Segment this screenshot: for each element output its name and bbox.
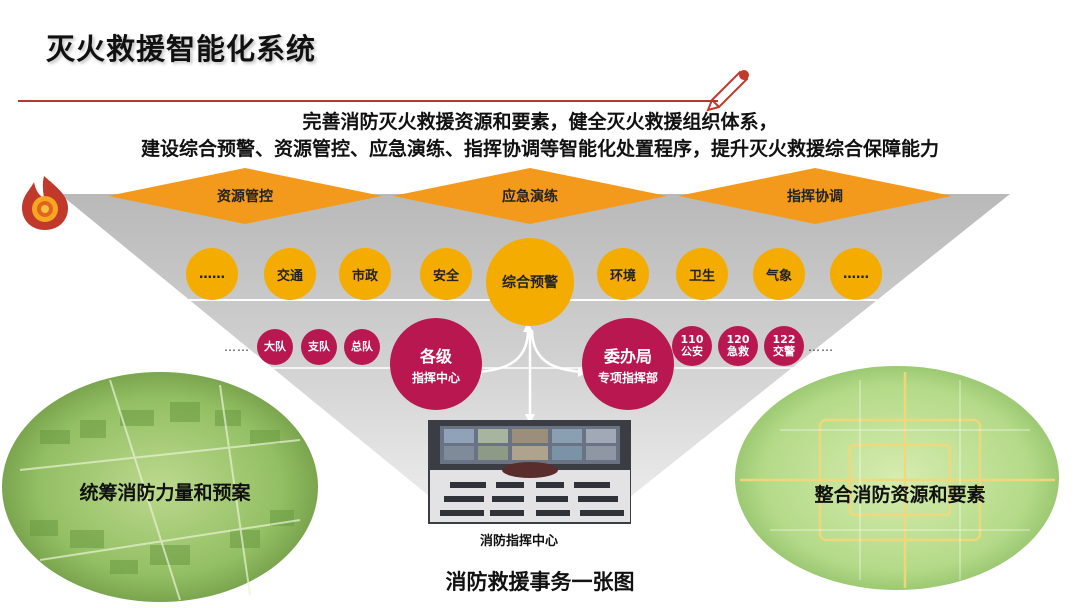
diamond-label-coordination: 指挥协调 — [735, 186, 895, 206]
arrow-right-tip — [886, 295, 896, 305]
magenta-circle-corps: 总队 — [344, 329, 380, 365]
committee-line1: 委办局 — [604, 343, 652, 367]
yellow-circle-weather: 气象 — [753, 248, 805, 300]
command-center-image — [428, 420, 631, 524]
diamond-label-drill: 应急演练 — [450, 186, 610, 206]
yellow-circle-environment: 环境 — [597, 248, 649, 300]
subtitle-line-1: 完善消防灭火救援资源和要素，健全灭火救援组织体系， — [0, 107, 1080, 134]
left-oval-label: 统筹消防力量和预案 — [40, 478, 290, 505]
magenta-circle-110: 110 公安 — [672, 326, 712, 366]
yellow-circle-safety: 安全 — [420, 248, 472, 300]
yellow-circle-ellipsis-right: …… — [830, 248, 882, 300]
magenta-circle-brigade: 大队 — [257, 329, 293, 365]
command-dots-right: …… — [808, 340, 834, 354]
page-title: 灭火救援智能化系统 — [46, 26, 316, 68]
command-dots-left: …… — [224, 340, 250, 354]
yellow-circle-health: 卫生 — [676, 248, 728, 300]
title-underline — [18, 100, 718, 102]
right-map-oval — [735, 366, 1059, 590]
yellow-circle-municipal: 市政 — [339, 248, 391, 300]
command-center-line2: 指挥中心 — [412, 369, 460, 386]
diamond-label-resource: 资源管控 — [165, 186, 325, 206]
committee-line2: 专项指挥部 — [598, 369, 658, 386]
pen-icon — [708, 70, 749, 110]
right-oval-label: 整合消防资源和要素 — [770, 480, 1030, 507]
bottom-title: 消防救援事务一张图 — [0, 566, 1080, 596]
command-center-line1: 各级 — [420, 343, 452, 367]
magenta-circle-command-center: 各级 指挥中心 — [390, 318, 482, 410]
yellow-circle-ellipsis-left: …… — [186, 248, 238, 300]
subtitle-line-2: 建设综合预警、资源管控、应急演练、指挥协调等智能化处置程序，提升灭火救援综合保障… — [0, 134, 1080, 161]
magenta-circle-detachment: 支队 — [301, 329, 337, 365]
arrow-left-tip — [166, 295, 176, 305]
magenta-circle-122: 122 交警 — [764, 326, 804, 366]
command-center-label: 消防指挥中心 — [480, 530, 558, 549]
magenta-circle-120: 120 急救 — [718, 326, 758, 366]
yellow-circle-traffic: 交通 — [264, 248, 316, 300]
flame-icon — [22, 176, 68, 230]
yellow-circle-early-warning: 综合预警 — [486, 238, 574, 326]
magenta-circle-committee: 委办局 专项指挥部 — [582, 318, 674, 410]
